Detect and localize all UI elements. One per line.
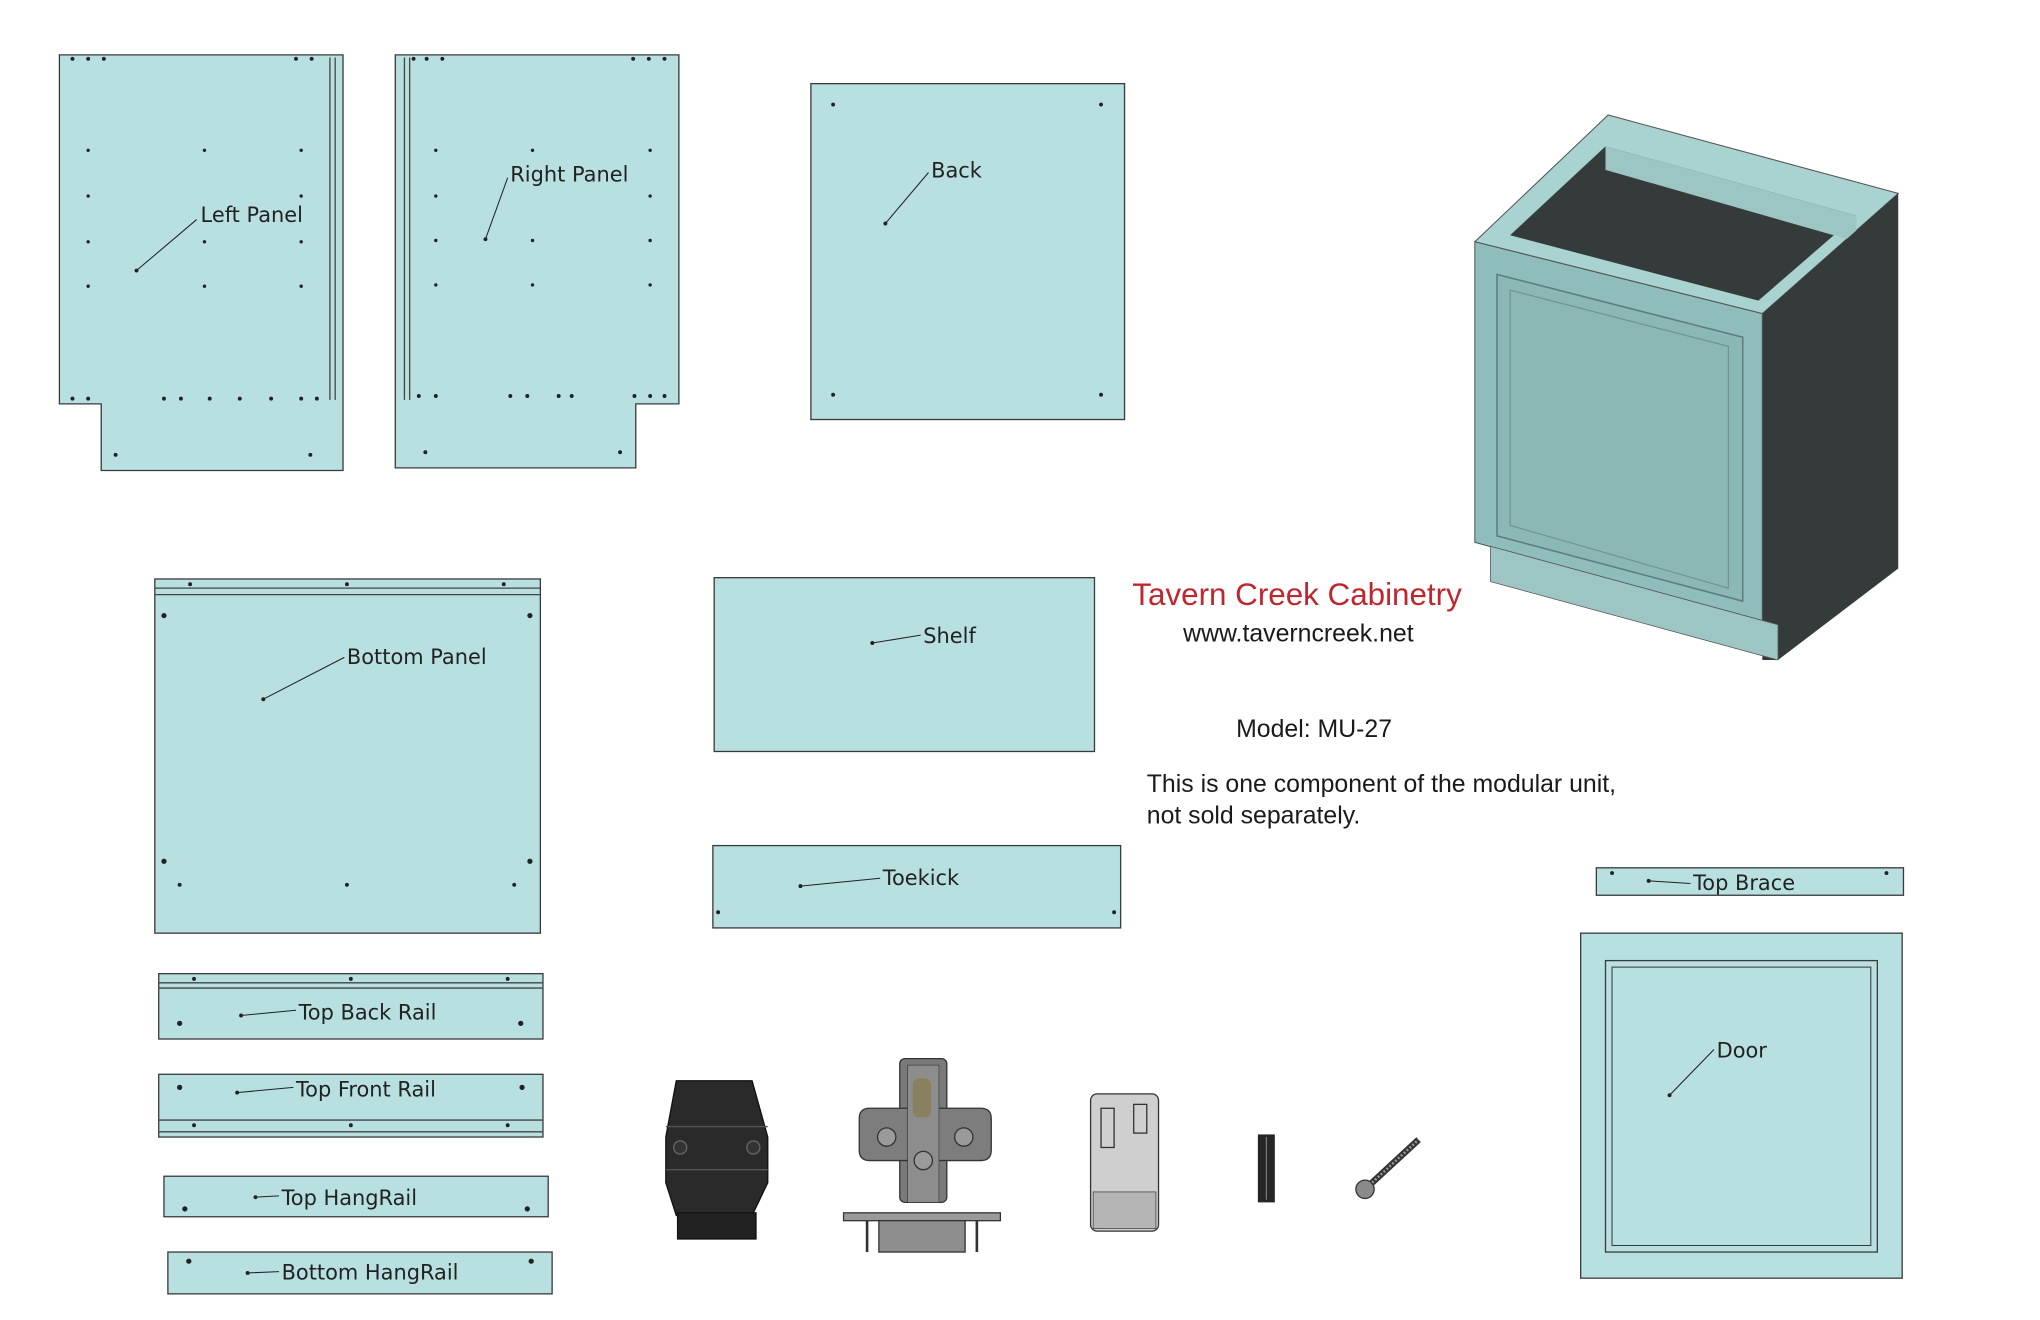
- left-panel: Left Panel: [58, 54, 344, 472]
- bottom-panel-label: Bottom Panel: [347, 645, 487, 669]
- bottom-hangrail-label: Bottom HangRail: [282, 1260, 459, 1284]
- back-label: Back: [931, 159, 983, 183]
- shelf-label: Shelf: [923, 624, 976, 648]
- top-front-rail-label: Top Front Rail: [295, 1078, 436, 1102]
- top-brace: Top Brace: [1595, 867, 1905, 896]
- left-panel-label: Left Panel: [201, 203, 303, 227]
- top-hangrail: Top HangRail: [163, 1175, 549, 1218]
- bottom-panel: Bottom Panel: [154, 578, 542, 934]
- leveling-leg-icon: [665, 1080, 769, 1240]
- assembled-cabinet-image: [1473, 114, 1900, 661]
- screw-icon: [1355, 1137, 1421, 1200]
- hinge-icon: [842, 1057, 1002, 1253]
- dowel-icon: [1257, 1134, 1275, 1203]
- top-hangrail-label: Top HangRail: [281, 1186, 417, 1210]
- toekick-label: Toekick: [882, 866, 960, 890]
- door-label: Door: [1717, 1038, 1768, 1062]
- top-front-rail: Top Front Rail: [158, 1073, 544, 1138]
- mounting-clip-icon: [1089, 1093, 1160, 1232]
- bottom-hangrail: Bottom HangRail: [167, 1251, 553, 1295]
- shelf: Shelf: [713, 577, 1096, 753]
- brand-website[interactable]: www.taverncreek.net: [1182, 621, 1414, 648]
- top-brace-label: Top Brace: [1692, 871, 1795, 895]
- top-back-rail: Top Back Rail: [158, 973, 544, 1040]
- right-panel-label: Right Panel: [510, 163, 628, 187]
- model-number: Model: MU-27: [1236, 716, 1392, 743]
- note-line-2: not sold separately.: [1147, 802, 1360, 829]
- brand-name: Tavern Creek Cabinetry: [1132, 577, 1462, 612]
- toekick: Toekick: [712, 844, 1122, 929]
- note-line-1: This is one component of the modular uni…: [1147, 771, 1616, 798]
- right-panel: Right Panel: [394, 54, 680, 469]
- top-back-rail-label: Top Back Rail: [298, 1000, 437, 1024]
- back-panel: Back: [810, 82, 1126, 421]
- door: Door: [1580, 932, 1903, 1279]
